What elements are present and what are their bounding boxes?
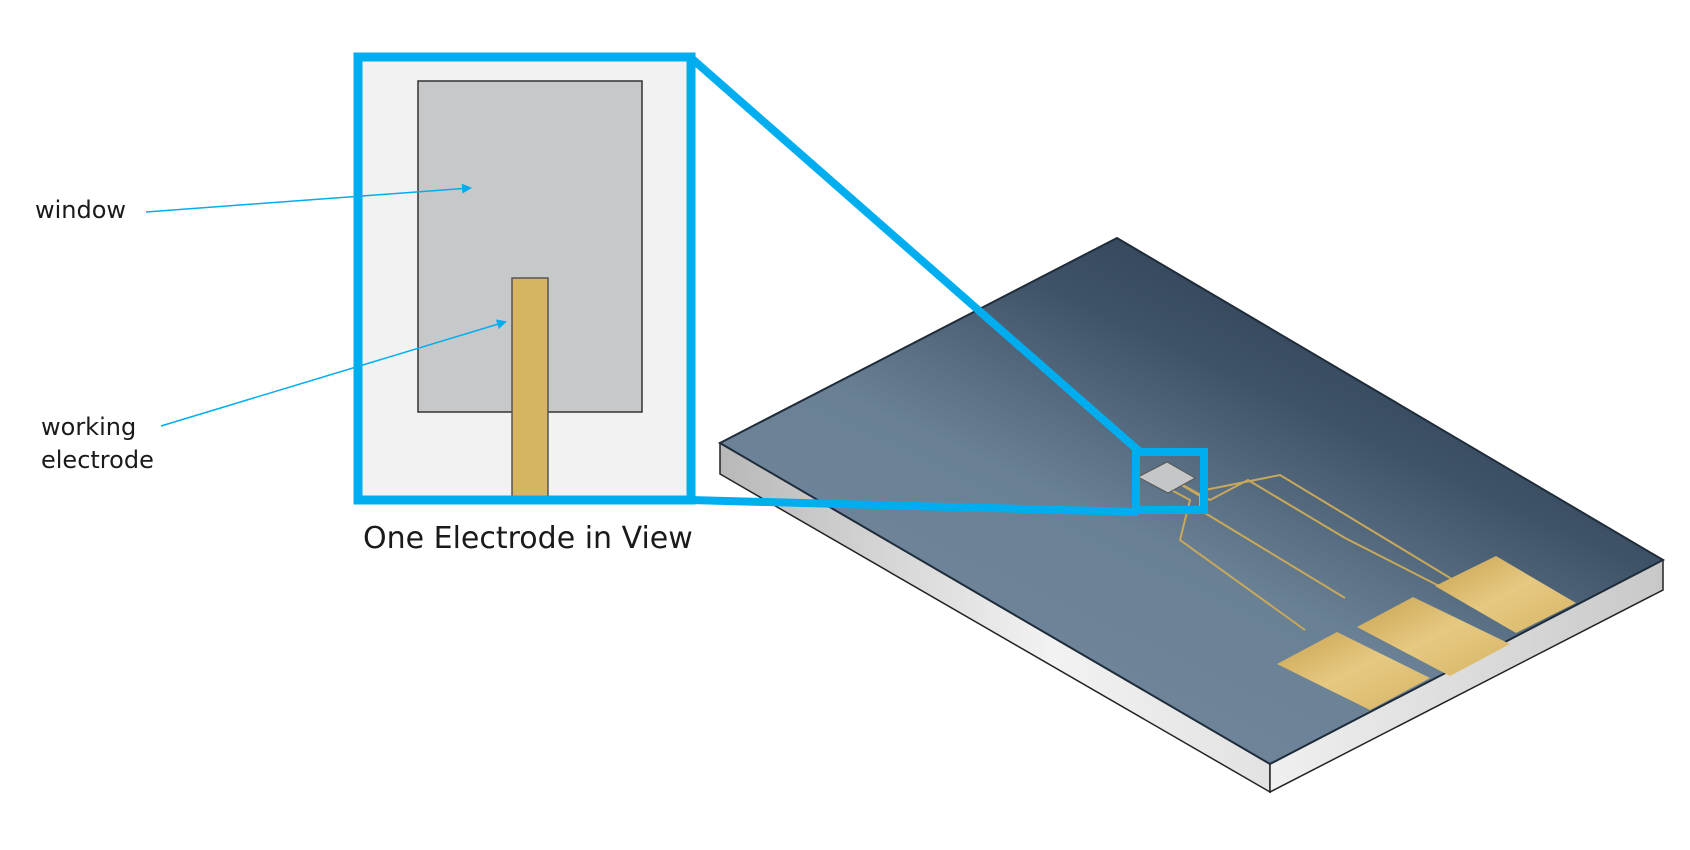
zoom-highlight-box <box>1132 448 1208 514</box>
working-electrode-label-line1: working <box>41 413 137 441</box>
working-electrode-label: working electrode <box>41 411 154 477</box>
callout-arrows <box>145 183 507 427</box>
contact-pad-2 <box>1357 597 1510 676</box>
inset-working-electrode <box>511 277 549 501</box>
zoom-connector <box>687 53 1143 516</box>
window-arrow <box>145 183 472 213</box>
inset-frame <box>353 52 696 505</box>
electrode-arrow <box>160 319 507 427</box>
window-label: window <box>35 196 127 224</box>
sensor-chip <box>717 236 1666 794</box>
inset-view <box>353 52 696 505</box>
inset-caption: One Electrode in View <box>363 521 693 556</box>
working-electrode-label-line2: electrode <box>41 446 154 474</box>
chip-window <box>1136 461 1197 494</box>
contact-pad-3 <box>1435 556 1576 633</box>
contact-pad-1 <box>1277 632 1430 710</box>
